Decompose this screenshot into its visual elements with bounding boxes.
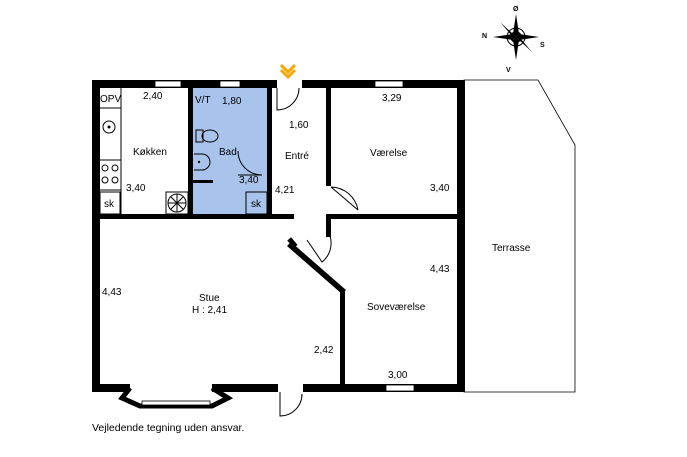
front-door-swing <box>276 87 300 111</box>
wall-kitchen-living <box>100 214 294 219</box>
wall-bottom-mid <box>212 384 278 392</box>
entrance-closet-label: sk <box>251 199 262 210</box>
living-dim-diag: 2,42 <box>314 345 334 356</box>
room-door-swing <box>330 186 359 211</box>
wall-diagonal <box>287 242 346 294</box>
compass-n-label: N <box>482 33 487 40</box>
wall-right <box>457 80 465 392</box>
compass-o-label: Ø <box>513 6 519 13</box>
bay-window <box>118 385 234 409</box>
compass-v-label: V <box>506 67 511 74</box>
bath-door-swing <box>237 150 263 176</box>
kitchen-opv-label: OPV <box>100 94 121 105</box>
sink-icon <box>102 120 116 134</box>
window-kitchen <box>154 80 182 88</box>
wall-bath-entrance <box>267 88 272 218</box>
wall-bedroom-door-jamb <box>326 219 331 237</box>
washbasin-icon <box>194 153 211 171</box>
entrance-name: Entré <box>285 151 309 162</box>
bedroom-dim-bottom: 3,00 <box>388 370 408 381</box>
bedroom-name: Soveværelse <box>367 302 426 313</box>
bath-dim-top: 1,80 <box>222 96 242 107</box>
terrace-outline <box>463 79 576 393</box>
entrance-dim-top: 1,60 <box>289 120 309 131</box>
shower-rail <box>193 180 213 183</box>
window-bedroom <box>385 384 415 392</box>
kitchen-closet-label: sk <box>104 199 115 210</box>
kitchen-closet <box>99 191 121 215</box>
bedroom-door-swing <box>306 235 332 263</box>
living-dim-side: 4,43 <box>102 287 122 298</box>
kitchen-dim-side: 3,40 <box>126 183 146 194</box>
living-height: H : 2,41 <box>192 305 227 316</box>
stove-icon <box>101 164 119 184</box>
bath-name: Bad <box>219 147 237 158</box>
wall-kitchen-bath <box>188 88 193 218</box>
wall-bottom-left <box>92 384 130 392</box>
terrace-name: Terrasse <box>492 243 531 254</box>
sink-drain-icon <box>107 125 111 129</box>
wall-room-bedroom <box>326 214 457 219</box>
entrance-dim-side: 4,21 <box>275 185 295 196</box>
compass-s-label: S <box>540 42 545 49</box>
bath-dim-side: 3,40 <box>239 175 259 186</box>
toilet-icon <box>195 129 219 143</box>
entrance-chevron-icon <box>279 63 297 75</box>
kitchen-dim-top: 2,40 <box>143 91 163 102</box>
garden-door-swing <box>279 392 303 417</box>
wall-left <box>92 80 100 392</box>
room-name: Værelse <box>370 148 408 159</box>
wall-living-bedroom <box>340 290 345 386</box>
window-bath <box>219 80 241 88</box>
entrance-chevron-icon-2 <box>279 68 297 80</box>
wall-entrance-room-upper <box>326 88 331 186</box>
wall-stub <box>287 237 298 249</box>
bathroom-floor <box>193 87 267 215</box>
disclaimer-text: Vejledende tegning uden ansvar. <box>92 422 244 434</box>
kitchen-name: Køkken <box>133 147 167 158</box>
bay-window-glass <box>141 400 211 406</box>
entrance-closet <box>245 191 268 215</box>
bath-vt-label: V/T <box>195 95 211 106</box>
room-dim-top: 3,29 <box>382 93 402 104</box>
bedroom-dim-side: 4,43 <box>430 264 450 275</box>
compass-icon <box>493 14 539 60</box>
wall-bottom-right <box>303 384 465 392</box>
living-name: Stue <box>199 293 220 304</box>
ventilation-fan-icon <box>165 191 189 215</box>
room-dim-side: 3,40 <box>430 183 450 194</box>
front-door-gap <box>277 79 302 89</box>
window-room <box>374 80 404 88</box>
